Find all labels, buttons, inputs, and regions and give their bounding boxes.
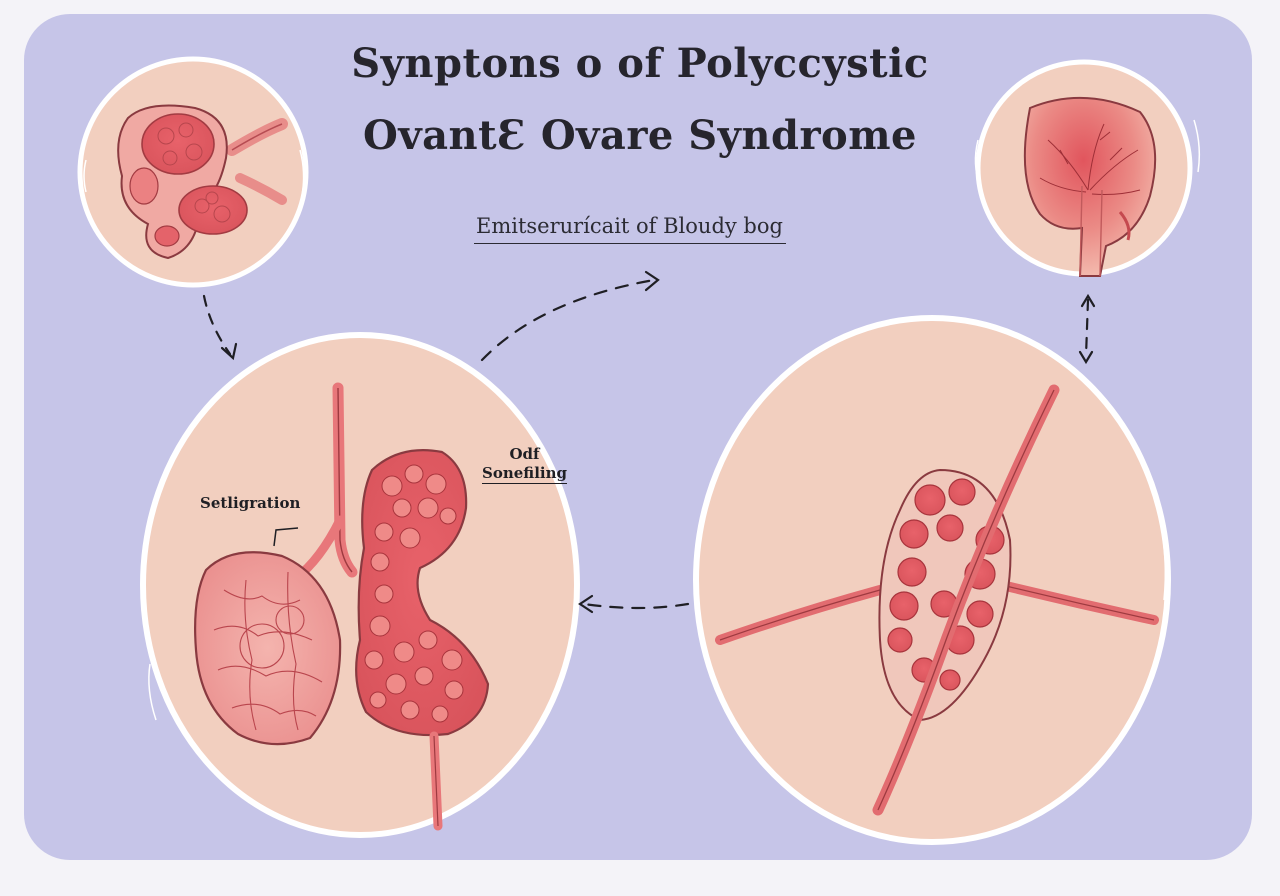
subtitle: Emitserurícait of Bloudy bog: [474, 214, 786, 244]
circle-ovary-cysts-small: [77, 56, 309, 288]
circle-follicles-large: [693, 315, 1171, 845]
arrow-down-left: [202, 294, 232, 356]
circle-ovaries-large: [140, 332, 580, 838]
flow-arrows: [202, 270, 1096, 614]
arrow-up-right: [480, 278, 656, 362]
label-right-ovary: Odf Sonefiling: [482, 445, 567, 484]
arrow-left-head: [578, 594, 594, 614]
arrow-vertical-right: [1084, 298, 1090, 358]
label-left-ovary: Setligration: [200, 494, 301, 512]
arrow-down-left-head: [220, 342, 238, 361]
arrow-vertical-right-head-down: [1078, 350, 1094, 365]
arrow-up-right-head: [644, 270, 660, 292]
title-line-2: OvantƐ Ovare Syndrome: [363, 112, 917, 159]
label-right-ovary-line1: Odf: [509, 445, 540, 463]
title-line-1: Synptons o of Polyccystic: [351, 40, 929, 87]
arrow-left: [582, 602, 690, 610]
circle-uterus-small: [974, 59, 1201, 277]
arrow-vertical-right-head-up: [1080, 293, 1096, 308]
label-right-ovary-line2: Sonefiling: [482, 464, 567, 484]
